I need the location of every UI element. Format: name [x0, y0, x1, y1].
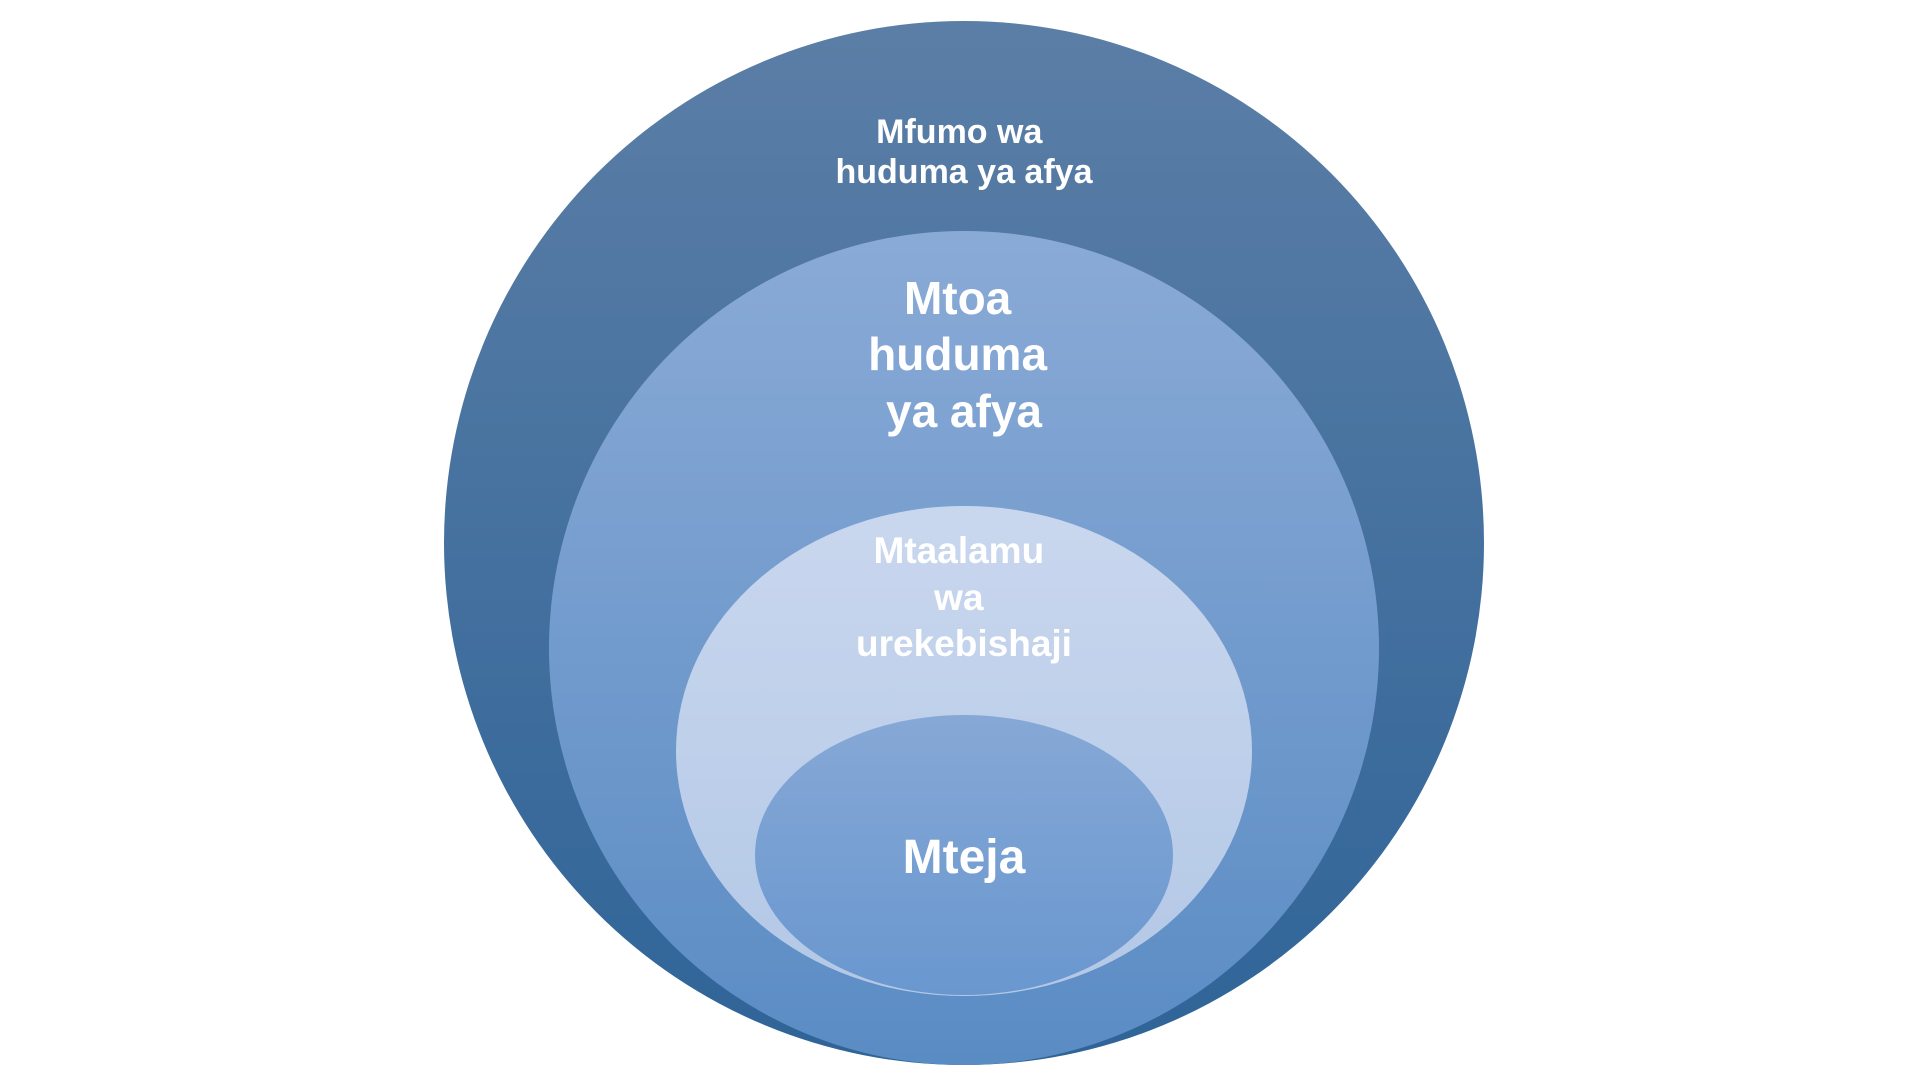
rehab-professional-label-line: Mtaalamu	[874, 530, 1045, 571]
health-system-label-line: Mfumo wa	[876, 113, 1043, 151]
rehab-professional-label-line: urekebishaji	[856, 623, 1072, 664]
health-provider-label-line: Mtoa	[904, 272, 1012, 324]
health-provider-label: Mtoa huduma ya afya	[868, 272, 1060, 437]
health-provider-label-line: ya afya	[886, 385, 1042, 437]
client-label-line: Mteja	[903, 831, 1026, 884]
client-circle	[755, 715, 1173, 995]
health-system-label: Mfumo wa huduma ya afya	[836, 113, 1094, 191]
health-provider-label-line: huduma	[868, 328, 1047, 380]
health-system-label-line: huduma ya afya	[836, 153, 1094, 191]
rehab-professional-label-line: wa	[933, 577, 984, 618]
client-label: Mteja	[903, 831, 1026, 884]
rehab-professional-label: Mtaalamu wa urekebishaji	[856, 530, 1072, 664]
